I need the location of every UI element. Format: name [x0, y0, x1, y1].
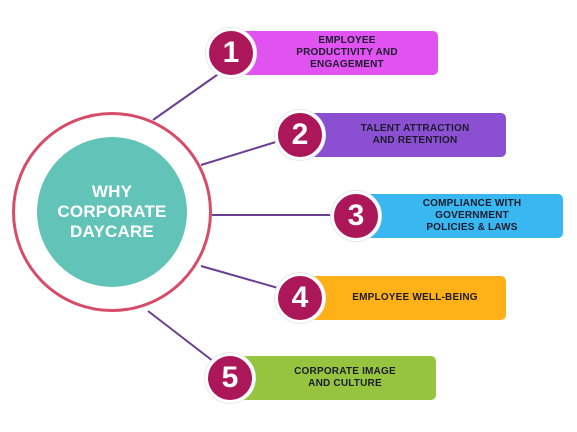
item-2-number: 2 — [291, 118, 309, 151]
item-2-bar: TALENT ATTRACTION AND RETENTION — [300, 113, 506, 157]
item-4-label: EMPLOYEE WELL-BEING — [352, 292, 478, 303]
hub-title: WHY CORPORATE DAYCARE — [57, 182, 167, 241]
connector-1 — [152, 69, 225, 121]
item-5-badge: 5 — [205, 353, 255, 403]
hub-circle: WHY CORPORATE DAYCARE — [37, 137, 187, 287]
item-1-badge: 1 — [206, 28, 256, 78]
item-1-bar: EMPLOYEE PRODUCTIVITY AND ENGAGEMENT — [232, 31, 438, 75]
item-4-bar: EMPLOYEE WELL-BEING — [300, 276, 506, 320]
item-3-bar: COMPLIANCE WITH GOVERNMENT POLICIES & LA… — [357, 194, 563, 238]
item-5-label: CORPORATE IMAGE AND CULTURE — [294, 366, 396, 389]
item-1-label: EMPLOYEE PRODUCTIVITY AND ENGAGEMENT — [296, 35, 398, 70]
item-1-number: 1 — [222, 36, 240, 69]
item-3-badge: 3 — [331, 191, 381, 241]
item-4-number: 4 — [291, 281, 309, 314]
item-4-badge: 4 — [275, 273, 325, 323]
item-2-label: TALENT ATTRACTION AND RETENTION — [360, 123, 470, 146]
connector-5 — [147, 310, 223, 369]
item-3-label: COMPLIANCE WITH GOVERNMENT POLICIES & LA… — [422, 198, 522, 233]
item-5-number: 5 — [221, 361, 239, 394]
item-2-badge: 2 — [275, 110, 325, 160]
item-3-number: 3 — [347, 199, 365, 232]
item-5-bar: CORPORATE IMAGE AND CULTURE — [230, 356, 436, 400]
